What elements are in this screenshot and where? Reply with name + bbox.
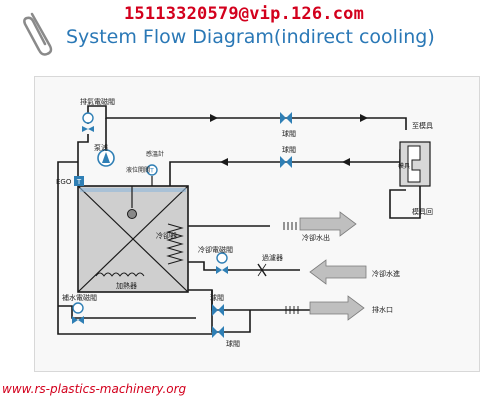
label-cooling-solenoid: 冷卻電磁閥	[198, 245, 233, 254]
label-ball-valve-top: 球閥	[282, 129, 296, 138]
thermometer-icon: T	[146, 164, 158, 186]
fill-pipe-a	[58, 305, 196, 319]
website-url: www.rs-plastics-machinery.org	[2, 382, 187, 396]
label-ball-valve-bottom: 球閥	[210, 293, 224, 302]
fill-solenoid-valve-icon	[72, 302, 84, 324]
label-cooling-water-in: 冷卻水進	[372, 269, 400, 278]
ball-valve-icon	[212, 304, 224, 316]
cooling-in-arrow	[309, 259, 367, 285]
mold-icon	[399, 141, 431, 187]
cooling-in-pipe-a	[188, 261, 218, 271]
label-filter: 過濾器	[262, 253, 283, 262]
ball-valve-icon	[280, 112, 292, 124]
fill-pipe-b	[57, 306, 212, 335]
ball-valve-icon	[280, 156, 292, 168]
label-ball-valve-lowest: 球閥	[226, 339, 240, 348]
level-switch-icon	[127, 186, 137, 219]
flow-arrow-icon	[299, 211, 367, 321]
label-mold: 模具	[398, 162, 410, 170]
label-drain: 排水口	[372, 305, 393, 314]
label-cooling-water-out: 冷卻水出	[302, 233, 330, 242]
label-level-switch: 液位開關	[126, 166, 150, 174]
label-mold-out: 模具回	[412, 207, 433, 216]
paperclip-icon	[23, 12, 53, 56]
pump-icon	[97, 149, 115, 167]
page-title: System Flow Diagram(indirect cooling)	[66, 26, 435, 48]
supply-pipe-top	[87, 105, 407, 130]
ego-pipe	[77, 134, 89, 186]
return-pipe	[169, 149, 406, 186]
label-thermometer: 感溫計	[146, 150, 164, 158]
mold-return-loop	[389, 186, 421, 219]
water-tank	[77, 185, 189, 293]
cooler-coil-icon	[166, 223, 184, 265]
flow-direction-arrows	[210, 114, 368, 166]
contact-email: 15113320579@vip.126.com	[124, 4, 365, 24]
exhaust-solenoid-valve-icon	[82, 112, 94, 132]
label-mold-in: 至模具	[412, 121, 433, 130]
label-heater: 加熱器	[116, 281, 137, 290]
filter-icon	[257, 263, 267, 277]
label-pump: 泵浦	[94, 143, 108, 152]
label-exhaust-solenoid: 排氣電磁閥	[80, 97, 115, 106]
ego-glyph: T	[76, 178, 82, 186]
label-fill-solenoid: 補水電磁閥	[62, 293, 97, 302]
left-riser-pipe	[57, 161, 78, 306]
pipe-ticks	[283, 222, 299, 314]
ego-sensor-icon: T	[74, 176, 84, 186]
ball-valve-icon	[212, 326, 224, 338]
bottom-branch-pipe	[211, 290, 251, 333]
thermometer-glyph: T	[149, 168, 154, 175]
label-ball-valve-mid: 球閥	[282, 145, 296, 154]
cooling-out-arrow	[299, 211, 357, 237]
label-ego: EGO	[56, 178, 72, 186]
cooling-solenoid-valve-icon	[216, 252, 228, 274]
drain-arrow	[309, 295, 365, 321]
heater-coil-icon	[95, 272, 145, 277]
label-cooler: 冷卻器	[156, 231, 177, 240]
drain-pipe	[188, 289, 310, 311]
